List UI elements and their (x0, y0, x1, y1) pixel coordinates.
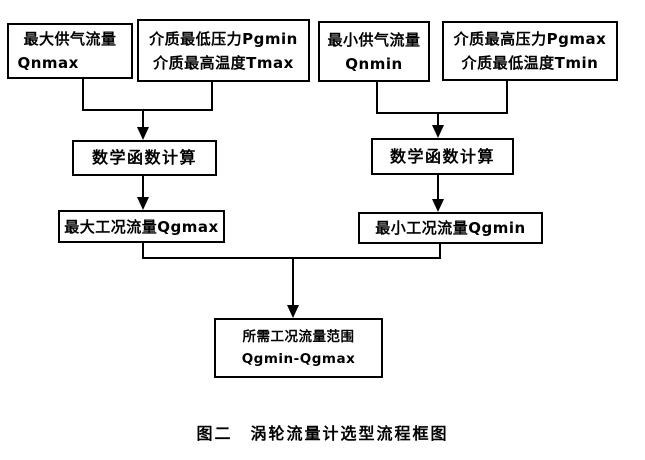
qnmax-label-line2: Qnmax (17, 54, 79, 72)
pgmin-label-line1: 介质最低压力Pgmin (149, 29, 298, 48)
qgmin-label: 最小工况流量Qgmin (375, 219, 526, 237)
pgmin-label-line2: 介质最高温度Tmax (153, 53, 294, 72)
flow-box-calc-right: 数学函数计算 (371, 138, 514, 175)
result-label-line2: Qgmin-Qgmax (241, 351, 356, 367)
connector-top-right-merge (376, 81, 508, 138)
calc-left-label: 数学函数计算 (91, 148, 197, 167)
arrowhead-down-icon (137, 127, 149, 140)
arrowhead-down-icon (287, 305, 299, 318)
connector-calc-right-to-qgmin (432, 175, 444, 212)
connector-bottom-merge (142, 243, 441, 318)
flow-box-qgmax: 最大工况流量Qgmax (58, 210, 225, 243)
flow-box-calc-left: 数学函数计算 (72, 140, 217, 176)
pgmax-label-line1: 介质最高压力Pgmax (453, 30, 607, 48)
pgmax-label-line2: 介质最低温度Tmin (461, 54, 599, 72)
flow-box-qnmax: 最大供气流量 Qnmax (7, 23, 133, 79)
connector-top-left-merge (82, 78, 213, 140)
calc-right-label: 数学函数计算 (389, 146, 495, 166)
result-label-line1: 所需工况流量范围 (242, 329, 355, 345)
flow-box-qnmin: 最小供气流量 Qnmin (318, 21, 430, 82)
arrowhead-down-icon (432, 125, 444, 138)
arrowhead-down-icon (137, 197, 149, 210)
flow-box-result: 所需工况流量范围 Qgmin-Qgmax (214, 318, 383, 378)
qnmin-label-line2: Qnmin (345, 54, 403, 73)
figure-caption: 图二 涡轮流量计选型流程框图 (196, 424, 449, 443)
qnmax-label-line1: 最大供气流量 (23, 30, 117, 48)
connector-calc-left-to-qgmax (137, 176, 149, 210)
arrowhead-down-icon (432, 199, 444, 212)
qgmax-label: 最大工况流量Qgmax (64, 217, 219, 236)
flow-box-qgmin: 最小工况流量Qgmin (358, 212, 543, 244)
flow-box-pgmax-tmin: 介质最高压力Pgmax 介质最低温度Tmin (442, 21, 618, 81)
flow-box-pgmin-tmax: 介质最低压力Pgmin 介质最高温度Tmax (137, 19, 310, 82)
qnmin-label-line1: 最小供气流量 (327, 30, 421, 49)
